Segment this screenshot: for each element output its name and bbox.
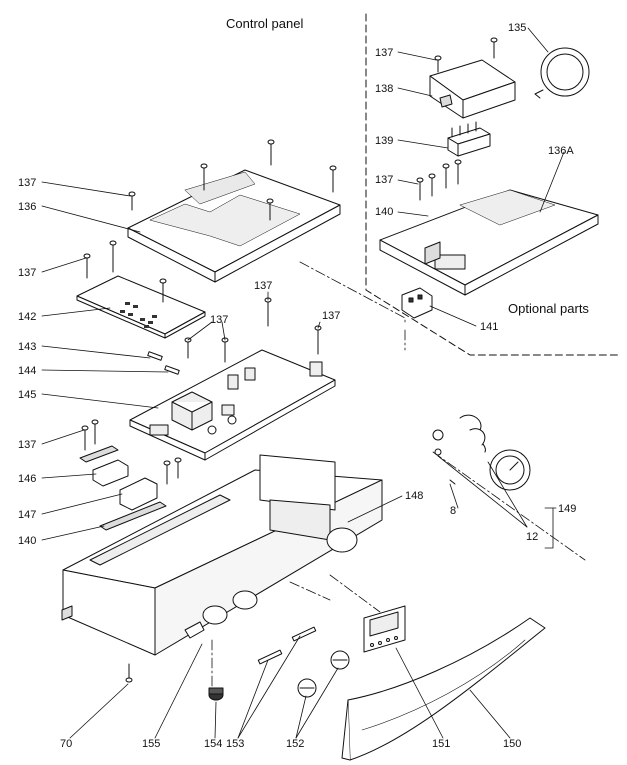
timer-body-138 xyxy=(429,59,516,119)
label-137-c: 137 xyxy=(254,280,273,292)
label-151: 151 xyxy=(432,738,451,750)
label-155: 155 xyxy=(142,738,161,750)
pressure-gauge-149 xyxy=(432,414,531,491)
label-147: 147 xyxy=(18,509,37,521)
label-145: 145 xyxy=(18,389,37,401)
label-12: 12 xyxy=(526,531,539,543)
label-135: 135 xyxy=(508,22,527,34)
opt-board-screws xyxy=(416,159,462,201)
main-pcb-145 xyxy=(81,297,336,485)
terminal-139 xyxy=(447,121,491,157)
label-139: 139 xyxy=(375,135,394,147)
label-136A: 136A xyxy=(548,145,574,157)
leader-lines xyxy=(41,27,565,739)
label-137-a: 137 xyxy=(18,177,37,189)
label-137-opt-a: 137 xyxy=(375,47,394,59)
faceplate-150 xyxy=(341,617,546,761)
label-137-e: 137 xyxy=(210,314,229,326)
timer-135 xyxy=(534,47,590,99)
opt-screws xyxy=(434,37,498,73)
spindles-153 xyxy=(257,626,317,665)
cover-136 xyxy=(127,169,341,283)
label-144: 144 xyxy=(18,365,37,377)
label-146: 146 xyxy=(18,473,37,485)
screw-70 xyxy=(125,663,133,683)
label-138: 138 xyxy=(375,83,394,95)
label-148: 148 xyxy=(405,490,424,502)
relay-141 xyxy=(401,287,433,319)
button-154 xyxy=(208,687,224,701)
label-149: 149 xyxy=(558,503,577,515)
label-150: 150 xyxy=(503,738,522,750)
label-154: 154 xyxy=(204,738,223,750)
connectors-146-147 xyxy=(79,445,167,531)
label-143: 143 xyxy=(18,341,37,353)
label-137-b: 137 xyxy=(18,267,37,279)
display-board-142 xyxy=(76,240,206,339)
opt-board-136A xyxy=(379,189,599,296)
knobs-152 xyxy=(297,650,350,698)
control-panel-title: Control panel xyxy=(226,16,304,31)
label-137-f: 137 xyxy=(18,439,37,451)
label-142: 142 xyxy=(18,311,37,323)
label-137-d: 137 xyxy=(322,310,341,322)
label-140-opt: 140 xyxy=(375,206,394,218)
optional-parts-title: Optional parts xyxy=(508,301,589,316)
programmer-151 xyxy=(363,605,406,653)
label-137-opt-b: 137 xyxy=(375,174,394,186)
label-136: 136 xyxy=(18,201,37,213)
fuse-parts-143-144 xyxy=(147,351,180,375)
label-153: 153 xyxy=(226,738,245,750)
connection-lines xyxy=(211,261,586,691)
cover-screws xyxy=(128,139,337,221)
label-70: 70 xyxy=(60,738,73,750)
label-152: 152 xyxy=(286,738,305,750)
control-housing-148 xyxy=(61,454,383,656)
label-140: 140 xyxy=(18,535,37,547)
label-141: 141 xyxy=(480,321,499,333)
label-8: 8 xyxy=(450,505,457,517)
optional-parts-boundary xyxy=(365,13,621,356)
